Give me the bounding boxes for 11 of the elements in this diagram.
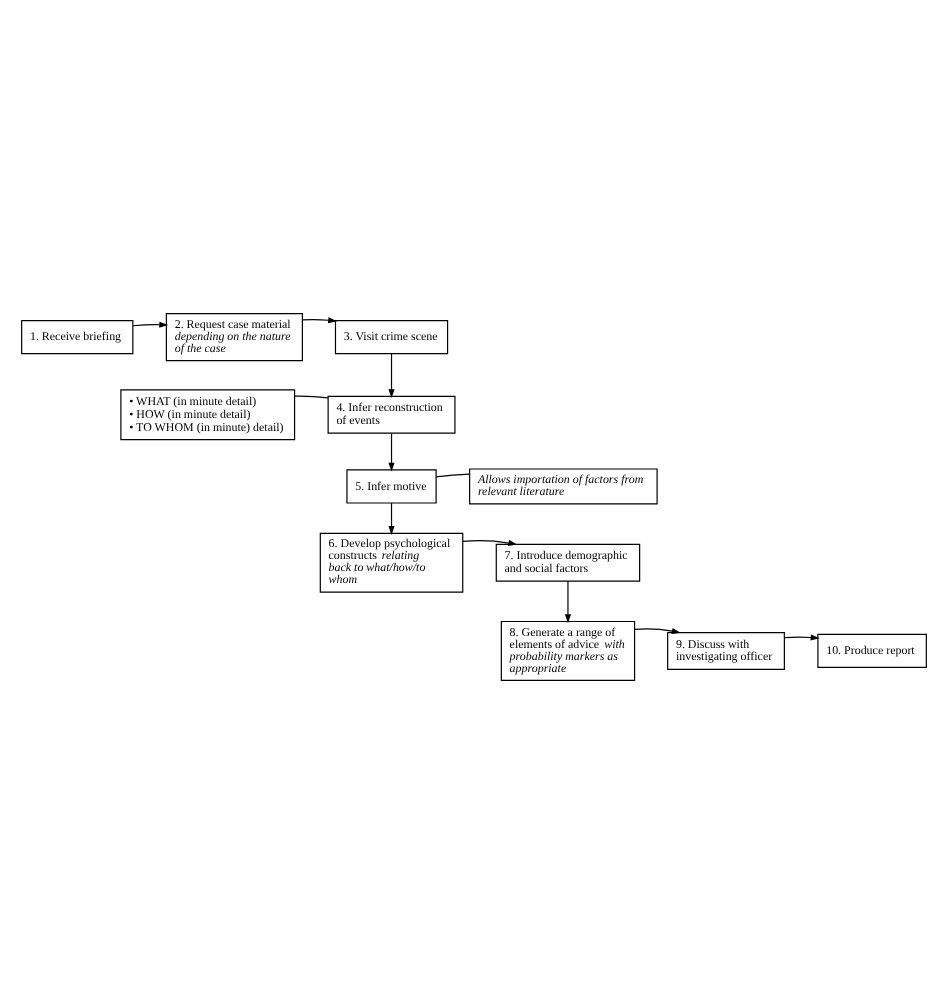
arrow xyxy=(132,320,169,327)
arrow xyxy=(783,633,820,640)
arrow xyxy=(634,627,681,634)
arrow xyxy=(388,352,395,398)
arrow xyxy=(564,579,572,623)
arrow xyxy=(388,431,395,471)
connector xyxy=(294,394,329,398)
arrow xyxy=(388,501,395,534)
arrow xyxy=(462,538,518,546)
arrow xyxy=(301,316,337,323)
connector xyxy=(435,472,471,477)
